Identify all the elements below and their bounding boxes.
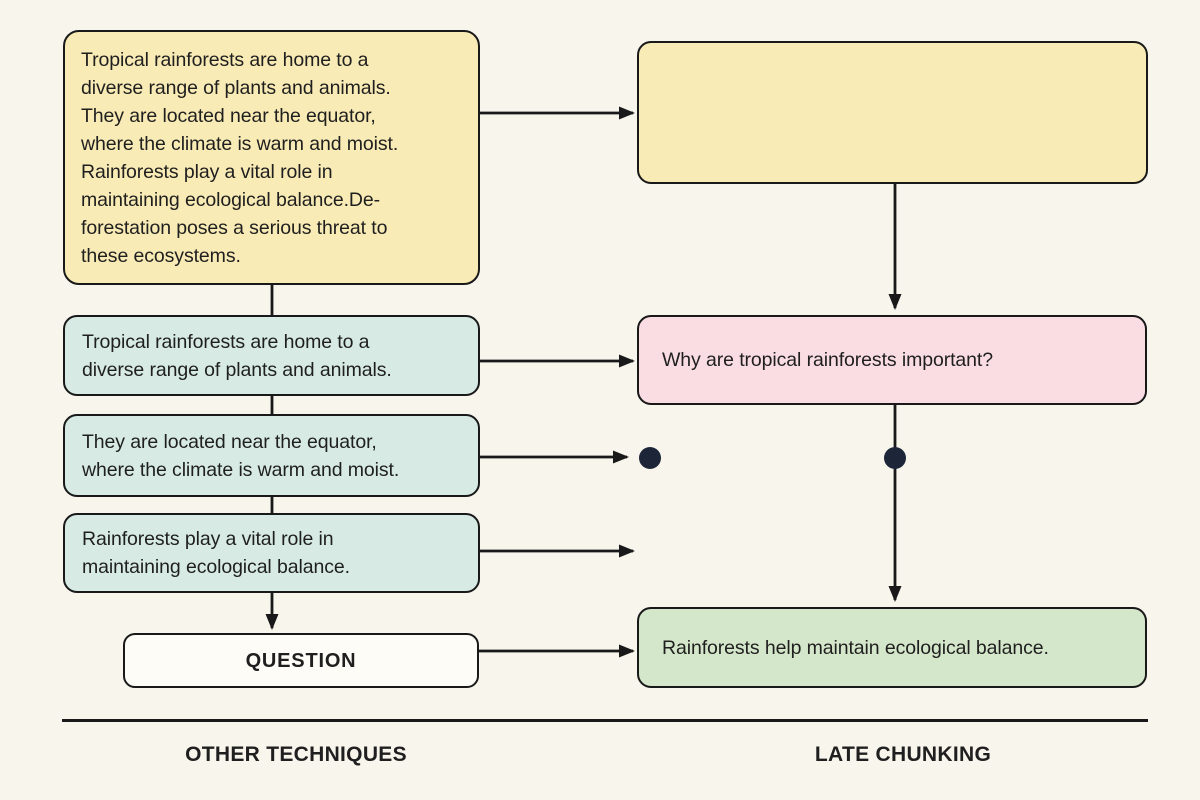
chunk-1-text: Tropical rainforests are home to a diver… xyxy=(82,330,392,381)
chunk-2-text: They are located near the equator, where… xyxy=(82,430,400,481)
question-box: QUESTION xyxy=(123,633,479,688)
baseline-rule xyxy=(62,719,1148,722)
chunk-box-1: Tropical rainforests are home to a diver… xyxy=(63,315,480,396)
context-empty-box xyxy=(637,41,1148,184)
left-column-label: OTHER TECHNIQUES xyxy=(185,743,407,766)
ellipsis-dot-left xyxy=(639,447,661,469)
ellipsis-dot-right xyxy=(884,447,906,469)
answer-box: Rainforests help maintain ecological bal… xyxy=(637,607,1147,688)
query-box: Why are tropical rainforests important? xyxy=(637,315,1147,405)
chunk-3-text: Rainforests play a vital role in maintai… xyxy=(82,528,350,578)
query-text: Why are tropical rainforests important? xyxy=(662,349,993,371)
source-text: Tropical rainforests are home to a diver… xyxy=(81,49,399,267)
question-label: QUESTION xyxy=(245,649,357,672)
source-text-box: Tropical rainforests are home to a diver… xyxy=(63,30,480,285)
chunk-box-3: Rainforests play a vital role in maintai… xyxy=(63,513,480,593)
chunk-box-2: They are located near the equator, where… xyxy=(63,414,480,497)
right-column-label: LATE CHUNKING xyxy=(814,743,992,766)
answer-text: Rainforests help maintain ecological bal… xyxy=(662,636,1049,659)
